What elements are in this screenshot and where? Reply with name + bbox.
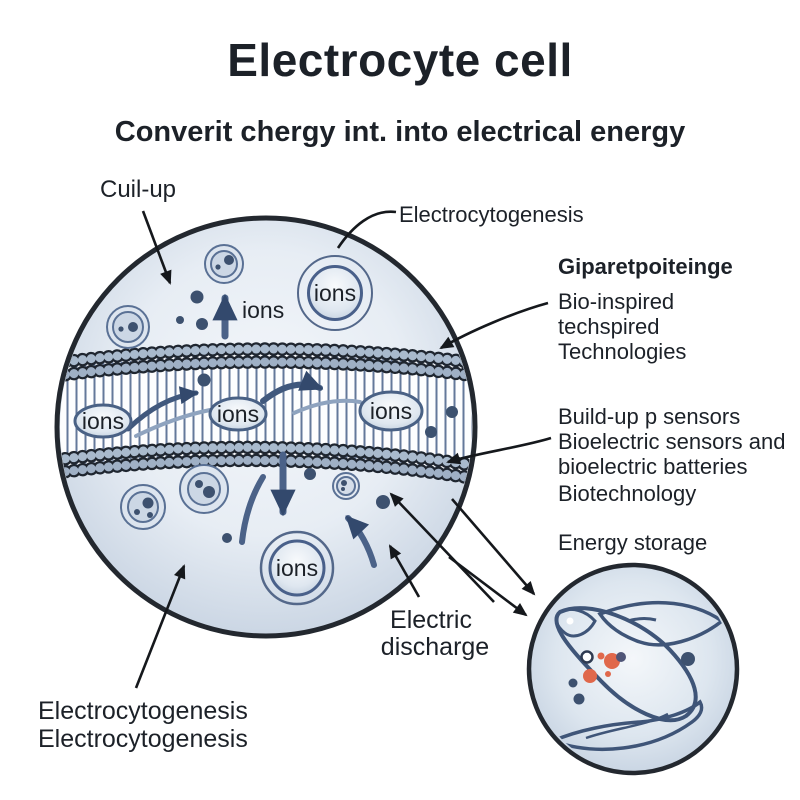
label-coil-up: Cuil-up <box>100 176 176 203</box>
membrane-ion-vesicles <box>73 390 424 439</box>
eel-ion-dots <box>568 650 695 705</box>
label-bottomleft-line2: Electrocytogenesis <box>38 725 248 753</box>
label-bio-line1: Bio-inspired <box>558 289 674 314</box>
eel-upper-fin <box>597 600 725 647</box>
eel-circle <box>526 562 740 776</box>
callout-connectors <box>134 210 552 689</box>
label-electric-discharge: Electric discharge <box>381 606 489 661</box>
ion-ellipse-middle <box>208 396 268 432</box>
vesicle-left <box>106 305 150 349</box>
membrane-band <box>60 342 472 487</box>
ions-organelle-top <box>297 255 373 331</box>
label-electrocytogenesis-top: Electrocytogenesis <box>399 202 584 227</box>
ion-flow-arrow-1 <box>125 386 199 432</box>
label-bio-line2: techspired <box>558 314 660 339</box>
membrane-bead-rows <box>60 342 472 487</box>
label-bio-heading: Giparetpoiteinge <box>558 254 733 279</box>
eel-head <box>554 607 597 638</box>
ions-text-membrane-right: ions <box>370 398 412 424</box>
label-sensors-line4: Biotechnology <box>558 481 696 506</box>
vesicle-lower-small <box>332 472 360 500</box>
label-discharge-line1: Electric <box>390 606 472 634</box>
label-sensors-line3: bioelectric batteries <box>558 454 748 479</box>
ion-sweep-curve <box>239 474 266 545</box>
electrocytogenesis-top-connector <box>336 210 397 249</box>
ions-text-membrane-mid: ions <box>217 401 259 427</box>
sensors-arrow-icon <box>446 436 552 465</box>
lower-cytoplasm <box>120 451 390 606</box>
energy-arrow-1-icon <box>451 498 536 596</box>
coil-up-arrow-icon <box>141 210 172 285</box>
discharge-arrow-icon <box>388 544 421 598</box>
lower-dots <box>222 468 390 543</box>
ions-text-upper: ions <box>242 297 284 323</box>
label-sensors-line2: Bioelectric sensors and <box>558 429 785 454</box>
ions-text-membrane-left: ions <box>82 408 124 434</box>
label-energy-storage: Energy storage <box>558 530 707 555</box>
bottom-left-arrow-icon <box>134 564 186 689</box>
eel-tail-ribbon <box>548 699 704 751</box>
ion-flow-trail-1 <box>134 408 212 438</box>
ions-text-organelle-top: ions <box>314 280 356 306</box>
cell-outline <box>54 215 478 639</box>
label-discharge-line2: discharge <box>381 633 489 661</box>
label-bio-line3: Technologies <box>558 339 686 364</box>
bio-inspired-arrow-icon <box>439 301 549 350</box>
ions-text-organelle-bottom: ions <box>276 555 318 581</box>
label-sensors-line1: Build-up p sensors <box>558 404 740 429</box>
eel-eye <box>566 617 574 625</box>
ion-flow-arrows <box>125 370 362 438</box>
ion-flow-arrow-2 <box>260 370 324 404</box>
page-subtitle: Converit chergy int. into electrical ene… <box>115 116 686 148</box>
ion-ellipse-left <box>73 403 133 439</box>
label-bottom-left: Electrocytogenesis Electrocytogenesis <box>38 697 248 753</box>
vesicle-top <box>204 244 244 284</box>
label-block-bio: Giparetpoiteinge Bio-inspired techspired… <box>558 254 733 364</box>
discharge-long-arrow-icon <box>389 492 495 603</box>
ions-organelle-bottom <box>259 530 335 606</box>
vesicle-lower-mid <box>179 464 229 514</box>
upper-dots <box>176 290 208 330</box>
membrane-dots <box>197 373 458 438</box>
eel-tail-detail <box>585 712 669 740</box>
upper-cytoplasm <box>106 244 373 349</box>
ions-upleft-arrow <box>345 515 377 568</box>
label-block-sensors: Build-up p sensors Bioelectric sensors a… <box>558 404 785 506</box>
vesicle-lower-left <box>120 484 166 530</box>
label-bottomleft-line1: Electrocytogenesis <box>38 697 248 725</box>
electric-eel-inset <box>526 562 740 776</box>
electrocyte-cell <box>54 215 478 639</box>
eel-illustration <box>548 600 725 751</box>
page-title: Electrocyte cell <box>227 34 573 86</box>
ion-flow-trail-2 <box>292 398 362 415</box>
ion-ellipse-right <box>358 390 424 432</box>
